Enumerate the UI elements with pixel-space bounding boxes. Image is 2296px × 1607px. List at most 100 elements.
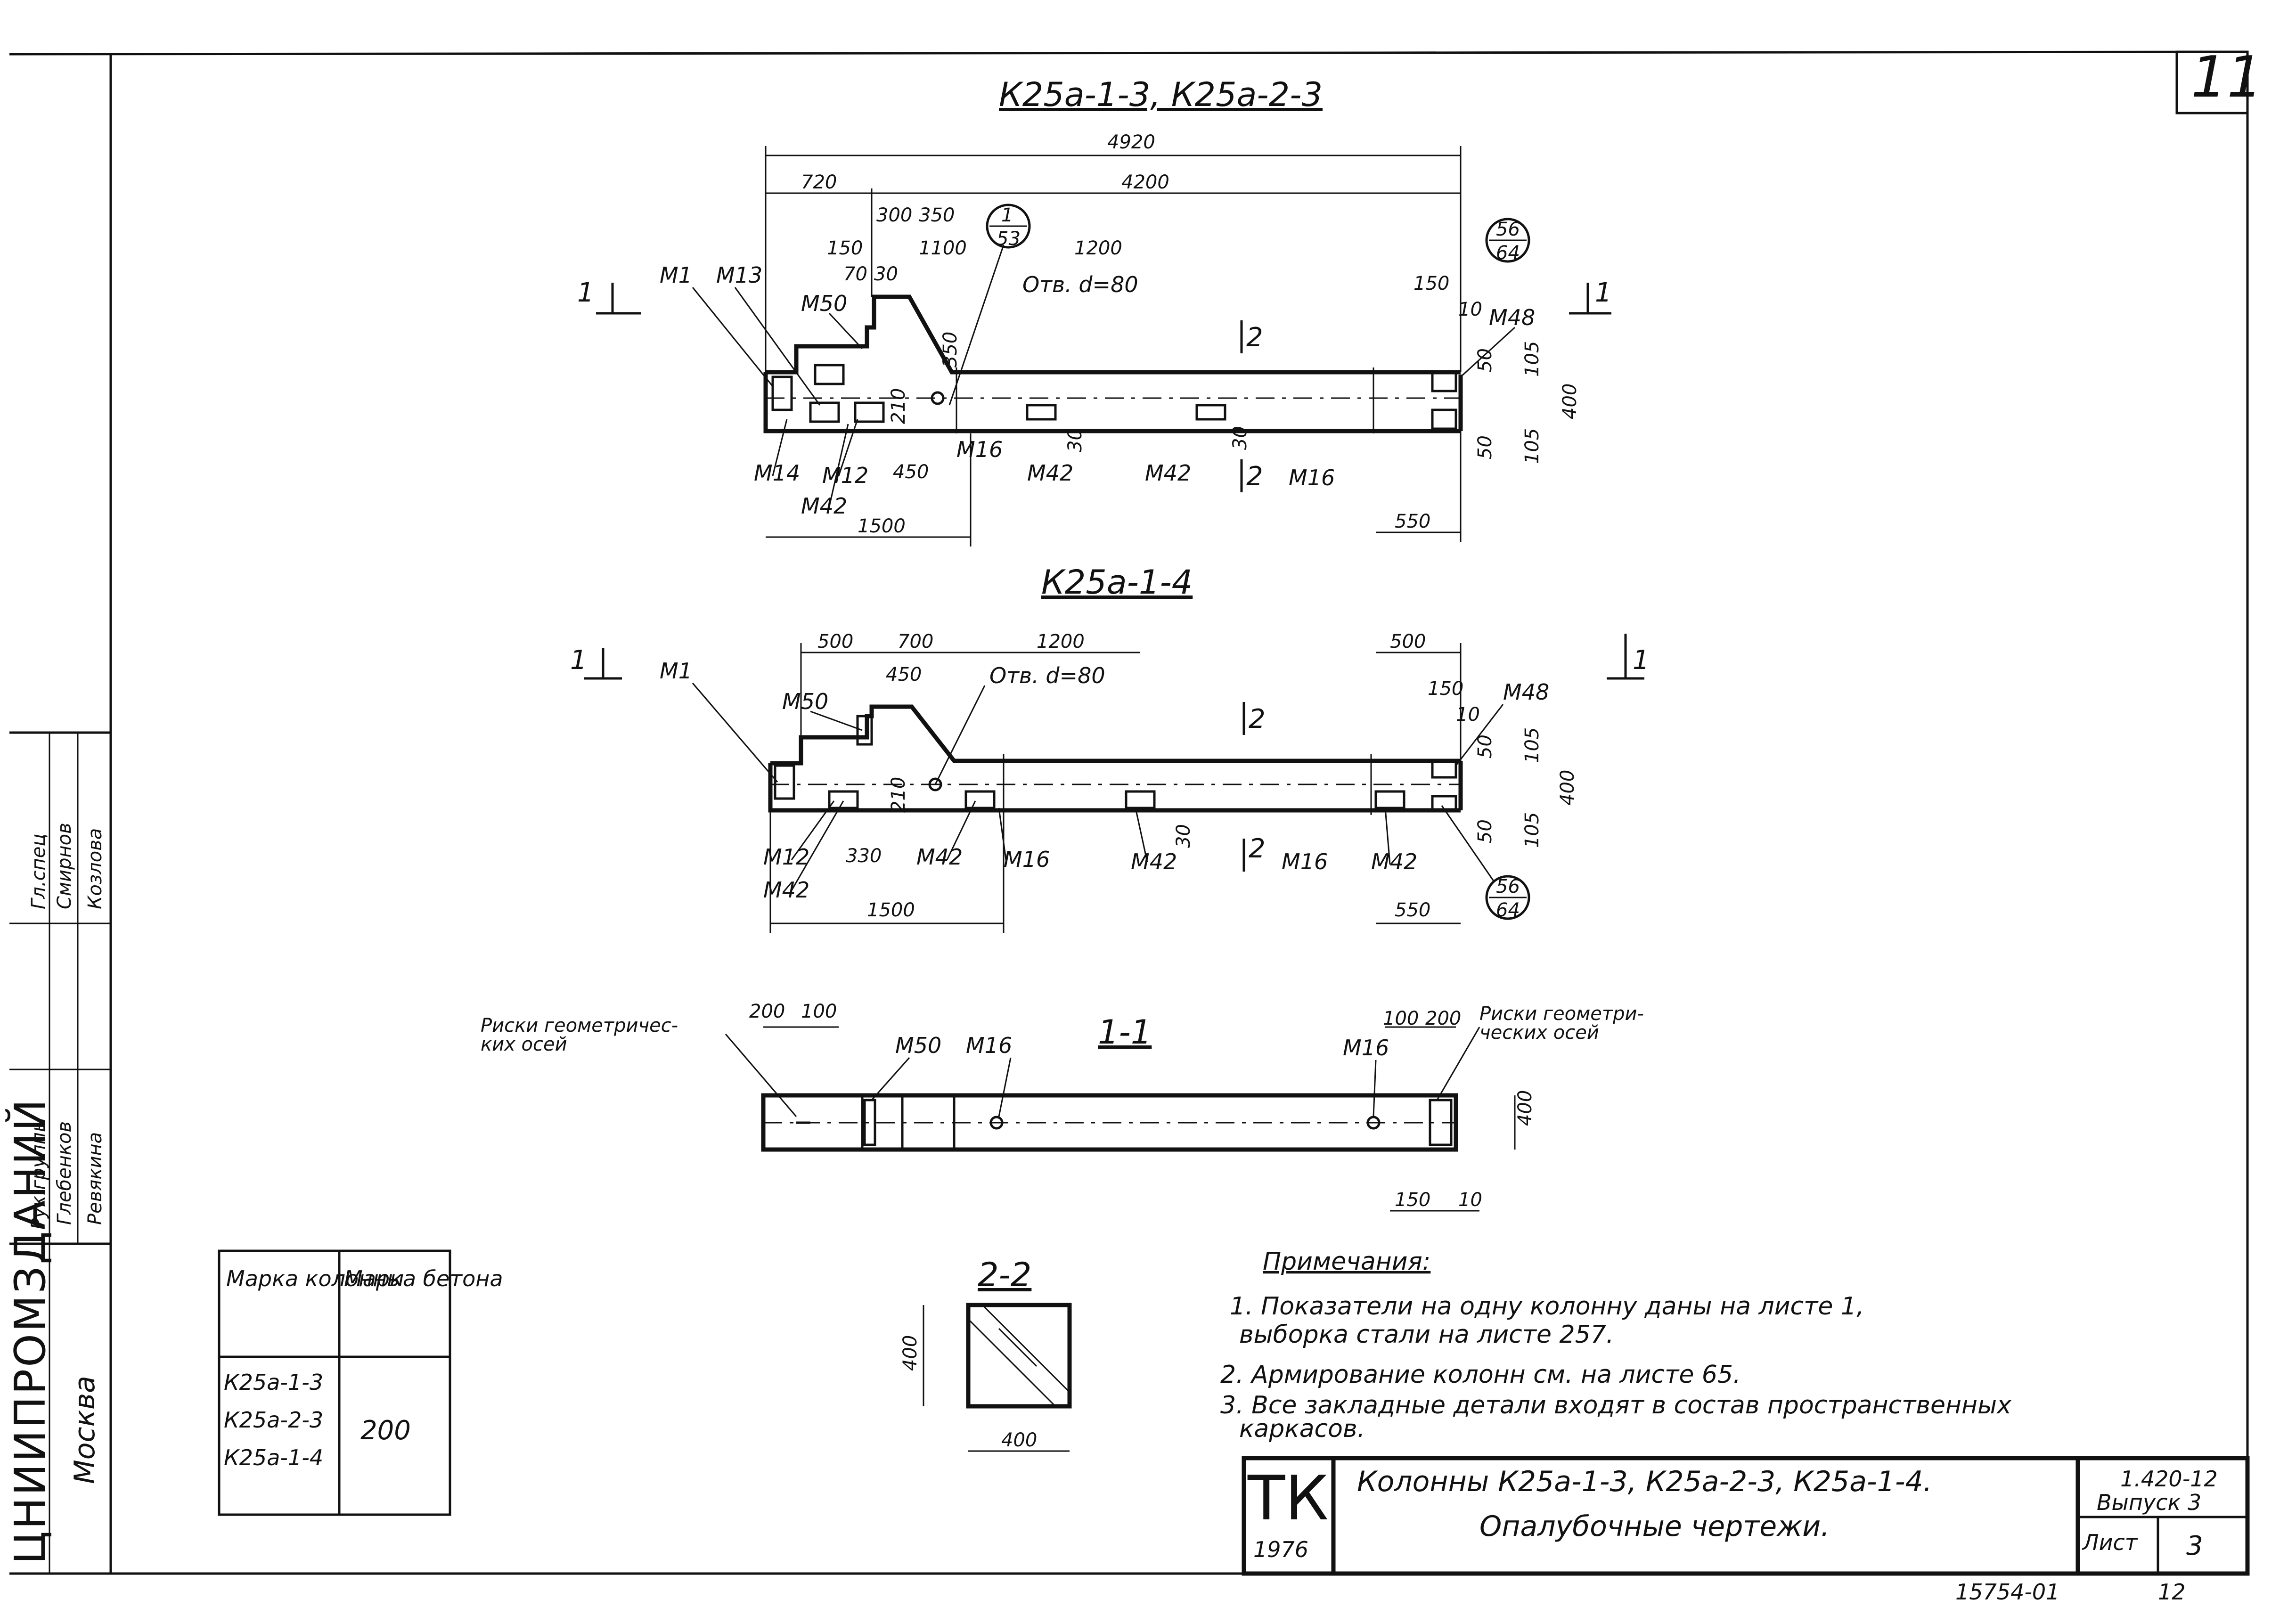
v1-dim-105: 105 <box>1521 341 1543 377</box>
view1-insert-m42a <box>1026 404 1057 421</box>
v1-dim-30b: 30 <box>1229 426 1251 450</box>
footer: 15754-01 12 <box>1955 1579 2186 1605</box>
v2-callout-top: 56 <box>1496 876 1520 897</box>
stamp-name-2: Глебенков <box>54 1121 75 1225</box>
v2-label-m42c: М42 <box>1131 849 1177 874</box>
v1-cut-left: 1 <box>577 277 594 308</box>
v1-label-m42b: М42 <box>1027 460 1073 486</box>
view2-insert-m42c <box>1374 790 1405 809</box>
v2-dim-30: 30 <box>1173 824 1194 848</box>
table-concrete: 200 <box>360 1415 411 1446</box>
v2-dim-150: 150 <box>1428 678 1463 700</box>
v2-label-m48: М48 <box>1503 679 1549 705</box>
section11-left-note-1: Риски геометричес- <box>481 1015 678 1036</box>
section11-left-note-2: ких осей <box>481 1034 567 1055</box>
view2-insert-m48b <box>1431 795 1457 812</box>
view2-title: К25а-1-4 <box>1041 563 1193 602</box>
v2-cut-right: 1 <box>1633 645 1650 676</box>
v1-dim-1500: 1500 <box>858 515 906 537</box>
v1-callout2-top: 56 <box>1496 219 1520 240</box>
section11-title: 1-1 <box>1098 1013 1152 1052</box>
sheet-number: 11 <box>2191 45 2263 110</box>
notes: Примечания: 1. Показатели на одну колонн… <box>1220 1248 2012 1443</box>
v2-cut2-top: 2 <box>1249 704 1266 734</box>
v1-dim-30: 30 <box>874 263 898 285</box>
v1-dim-450: 450 <box>893 461 929 483</box>
section22-dim-w: 400 <box>1001 1429 1037 1451</box>
section22-title: 2-2 <box>978 1256 1031 1294</box>
v2-label-m16b: М16 <box>1282 849 1328 874</box>
v1-dim-550: 550 <box>1395 511 1430 532</box>
note-2: 2. Армирование колонн см. на листе 65. <box>1220 1361 1741 1389</box>
v2-cut2-bottom: 2 <box>1249 833 1266 864</box>
v1-label-m48: М48 <box>1489 305 1535 330</box>
section-1-1: 1-1 Риски геометричес- ких осей Риски ге… <box>481 1001 1644 1212</box>
v2-label-m16a: М16 <box>1004 847 1050 872</box>
v1-label-m12: М12 <box>822 463 868 488</box>
stamp-name-1: Смирнов <box>54 823 75 909</box>
note-1b: выборка стали на листе 257. <box>1239 1321 1614 1349</box>
note-3: 3. Все закладные детали входят в состав … <box>1220 1391 2012 1419</box>
view1-insert-m48b <box>1431 408 1457 430</box>
v1-dim-105b: 105 <box>1521 428 1543 464</box>
table-row-1: К25а-1-3 <box>224 1370 323 1395</box>
v1-callout2-bottom: 64 <box>1496 242 1520 264</box>
v2-label-m42d: М42 <box>1371 849 1417 874</box>
stamp-name-3: Козлова <box>84 828 106 909</box>
v1-callout-top: 1 <box>1001 204 1013 226</box>
v1-label-m50: М50 <box>801 291 847 316</box>
table-row-3: К25а-1-4 <box>224 1445 323 1470</box>
section11-right-note-1: Риски геометри- <box>1479 1003 1644 1025</box>
tb-line1: Колонны К25а-1-3, К25а-2-3, К25а-1-4. <box>1357 1465 1932 1498</box>
section11-hole-b <box>1366 1116 1381 1130</box>
section11-right-note-2: ческих осей <box>1479 1022 1599 1044</box>
view2-hole <box>928 777 942 791</box>
v1-cut2-top: 2 <box>1246 322 1263 353</box>
v1-callout-56-64 <box>1485 218 1530 263</box>
table-header-2: Марка бетона <box>344 1266 503 1291</box>
v2-callout-56-64 <box>1485 875 1530 920</box>
footer-page: 12 <box>2158 1579 2186 1605</box>
v1-label-m13: М13 <box>716 262 762 288</box>
section11-label-m16b: М16 <box>1343 1035 1389 1060</box>
section-2-2: 2-2 400 400 <box>899 1256 1072 1452</box>
sheet-number-box <box>2175 50 2249 114</box>
v2-dim-1500: 1500 <box>867 899 915 921</box>
v2-dim-50b: 50 <box>1474 819 1496 843</box>
view1-insert-m50 <box>814 364 845 385</box>
v1-callout-1-53 <box>986 204 1031 249</box>
v2-dim-1200: 1200 <box>1037 631 1085 653</box>
v1-callout-bottom: 53 <box>997 228 1021 250</box>
tb-line2: Опалубочные чертежи. <box>1479 1510 1830 1543</box>
v1-dim-4920: 4920 <box>1107 131 1155 153</box>
v1-dim-210: 210 <box>888 388 909 424</box>
v2-dim-400: 400 <box>1557 770 1578 806</box>
v1-dim-1100: 1100 <box>919 237 967 259</box>
section11-dim-200b: 200 <box>1425 1008 1461 1029</box>
v1-label-m42c: М42 <box>1145 460 1191 486</box>
section11-dim-100: 100 <box>801 1001 837 1022</box>
v2-label-m12: М12 <box>763 844 809 870</box>
v2-callout-bottom: 64 <box>1496 899 1520 921</box>
view-k25a-1-3: К25а-1-3, К25а-2-3 4920 720 4200 300 350… <box>577 75 1612 547</box>
table-row-2: К25а-2-3 <box>224 1407 323 1433</box>
v2-dim-10: 10 <box>1456 704 1480 726</box>
view2-insert-m42b <box>1125 790 1156 809</box>
v2-dim-105b: 105 <box>1521 812 1543 848</box>
marks-table: Марка колонны Марка бетона К25а-1-3 К25а… <box>218 1249 503 1516</box>
v1-dim-50: 50 <box>1474 348 1496 372</box>
side-stamp: Гл.спец Смирнов Рук.группы Глебенков Коз… <box>5 731 111 1574</box>
tb-year: 1976 <box>1253 1537 1308 1562</box>
stamp-org: ЦНИИПРОМЗДАНИЙ <box>5 1097 55 1564</box>
v1-label-m16a: М16 <box>956 437 1003 462</box>
section11-label-m50: М50 <box>895 1033 941 1058</box>
v1-dim-150: 150 <box>827 237 863 259</box>
table-header-1: Марка колонны <box>226 1266 404 1291</box>
v2-dim-500: 500 <box>817 631 853 653</box>
v2-label-m1: М1 <box>660 658 692 684</box>
v1-dim-300: 300 <box>876 204 912 226</box>
notes-heading: Примечания: <box>1263 1248 1430 1276</box>
v1-dim-70: 70 <box>843 263 867 285</box>
v2-dim-330: 330 <box>846 845 882 867</box>
